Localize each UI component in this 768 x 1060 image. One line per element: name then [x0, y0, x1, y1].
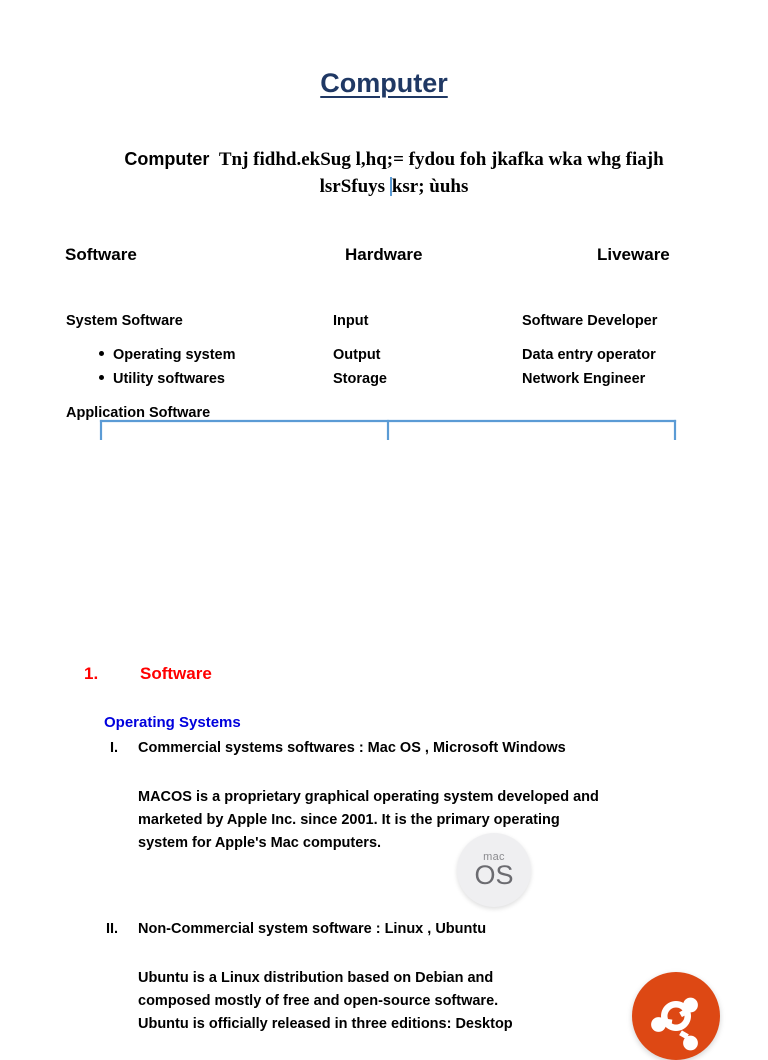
diagram-node-operating-system: Operating system	[99, 347, 236, 363]
ubuntu-paragraph-line-1: Ubuntu is a Linux distribution based on …	[138, 970, 494, 986]
bullet-icon	[99, 375, 104, 380]
macos-paragraph-line-2: marketed by Apple Inc. since 2001. It is…	[138, 812, 560, 828]
diagram-node-software-developer: Software Developer	[522, 313, 658, 329]
macos-paragraph: MACOS is a proprietary graphical operati…	[138, 786, 718, 855]
org-chart-diagram: Software System Software Operating syste…	[0, 205, 768, 440]
diagram-node-application-software: Application Software	[66, 405, 211, 421]
diagram-node-utility-softwares-label: Utility softwares	[113, 371, 225, 387]
ubuntu-logo	[632, 972, 720, 1060]
section-number: 1.	[84, 664, 99, 683]
diagram-node-output: Output	[333, 347, 381, 363]
ubuntu-paragraph: Ubuntu is a Linux distribution based on …	[138, 967, 618, 1036]
diagram-node-utility-softwares: Utility softwares	[99, 371, 225, 387]
page-title: Computer	[0, 68, 768, 99]
section-title: Software	[140, 664, 212, 683]
list-item-heading-2: Non-Commercial system software : Linux ,…	[138, 921, 487, 937]
bullet-icon	[99, 351, 104, 356]
macos-logo-top-text: mac	[483, 850, 505, 863]
diagram-node-system-software: System Software	[66, 313, 183, 329]
ubuntu-circle-of-friends-icon	[651, 997, 698, 1051]
intro-line-2b: ksr; ùuhs	[391, 176, 469, 197]
list-item-heading-1: Commercial systems softwares : Mac OS , …	[138, 740, 566, 756]
document-page: Computer Computer Tnj fidhd.ekSug l,hq;=…	[0, 68, 768, 1060]
page-title-text: Computer	[320, 68, 448, 98]
diagram-node-network-engineer: Network Engineer	[522, 371, 646, 387]
list-numeral-1: I.	[110, 740, 119, 756]
macos-logo: mac OS	[457, 833, 531, 907]
diagram-node-operating-system-label: Operating system	[113, 347, 236, 363]
list-numeral-2: II.	[106, 921, 119, 937]
macos-paragraph-line-1: MACOS is a proprietary graphical operati…	[138, 789, 599, 805]
intro-line-2a: lsrSfuys	[319, 176, 390, 197]
diagram-node-software: Software	[65, 245, 137, 264]
intro-line-1: Tnj fidhd.ekSug l,hq;= fydou foh jkafka …	[218, 149, 664, 170]
intro-label: Computer	[124, 149, 210, 169]
diagram-node-hardware: Hardware	[345, 245, 423, 264]
intro-paragraph: Computer Tnj fidhd.ekSug l,hq;= fydou fo…	[104, 146, 684, 201]
diagram-node-data-entry-operator: Data entry operator	[522, 347, 656, 363]
macos-paragraph-line-3: system for Apple's Mac computers.	[138, 835, 382, 851]
diagram-connectors	[99, 419, 677, 440]
diagram-node-storage: Storage	[333, 371, 387, 387]
operating-systems-heading: Operating Systems	[104, 714, 241, 731]
diagram-node-input: Input	[333, 313, 369, 329]
text-cursor	[389, 177, 392, 196]
macos-logo-main-text: OS	[474, 859, 514, 890]
ubuntu-paragraph-line-3: Ubuntu is officially released in three e…	[138, 1016, 513, 1032]
diagram-node-liveware: Liveware	[597, 245, 670, 264]
ubuntu-paragraph-line-2: composed mostly of free and open-source …	[138, 993, 499, 1009]
